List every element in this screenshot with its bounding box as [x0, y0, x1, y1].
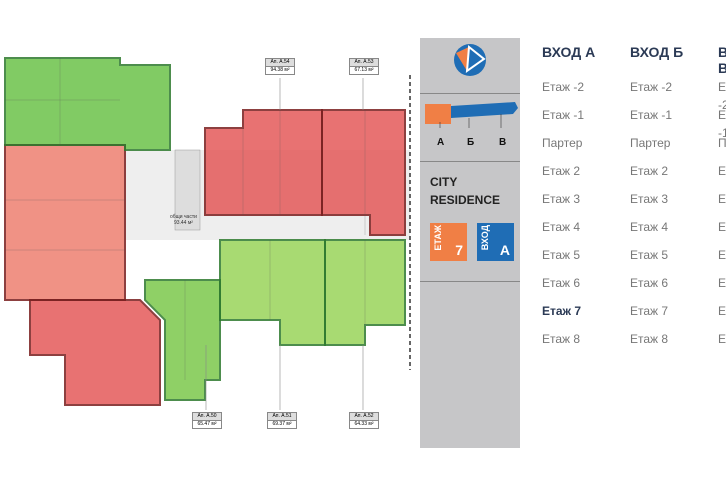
floor-link[interactable]: Етаж 5: [630, 248, 669, 262]
apartment-A54: [204, 109, 323, 216]
apartment-area: 94.38 м²: [270, 67, 290, 73]
floor-link[interactable]: Етаж 3: [542, 192, 581, 206]
entrance-badge-value: А: [499, 242, 510, 258]
project-title: CITY RESIDENCE: [430, 173, 500, 209]
floor-link[interactable]: Етаж 5: [542, 248, 581, 262]
common-area: 93.44 м²: [173, 220, 193, 226]
apartment-area: 69.37 м²: [272, 421, 292, 427]
floor-link[interactable]: Етаж -1: [542, 108, 585, 122]
apartment-area: 65.47 м²: [197, 421, 217, 427]
apartment-name: Ап. А.52: [350, 413, 378, 421]
building-map-icon[interactable]: [425, 100, 518, 128]
common-label: общи части: [170, 214, 197, 220]
floor-link[interactable]: Етаж 7: [542, 304, 582, 318]
sidebar: А Б В CITY RESIDENCE ЕТАЖ 7 ВХОД А: [420, 38, 520, 448]
floor-plan: [4, 57, 411, 410]
apartment-area: 64.33 м²: [354, 421, 374, 427]
apartment-A53: [321, 109, 406, 236]
floor-link[interactable]: Етаж 2: [630, 164, 669, 178]
floor-link[interactable]: Етаж 2: [718, 164, 726, 178]
floor-badge-value: 7: [455, 242, 463, 258]
floor-link[interactable]: Етаж 8: [718, 332, 726, 346]
entrance-heading: ВХОД Б: [630, 44, 684, 60]
entrance-letter-b[interactable]: Б: [467, 137, 475, 148]
apartment-left-bottom-red: [29, 299, 161, 406]
apartment-name: Ап. А.53: [350, 59, 378, 67]
entrance-heading: ВХОД В: [718, 44, 726, 76]
floor-link[interactable]: Етаж 7: [718, 304, 726, 318]
logo-icon: [454, 44, 486, 76]
floor-link[interactable]: Партер: [630, 136, 671, 150]
floor-link[interactable]: Етаж 4: [718, 220, 726, 234]
apartment-name: Ап. А.50: [193, 413, 221, 421]
floor-link[interactable]: Етаж 6: [630, 276, 669, 290]
entrance-heading: ВХОД А: [542, 44, 596, 60]
floor-link[interactable]: Етаж 4: [630, 220, 669, 234]
floor-link[interactable]: Етаж -2: [718, 80, 726, 112]
floor-link[interactable]: Етаж 4: [542, 220, 581, 234]
floor-link[interactable]: Етаж 5: [718, 248, 726, 262]
floor-link[interactable]: Партер: [542, 136, 583, 150]
floor-link[interactable]: Етаж -1: [718, 108, 726, 140]
apartment-A51: [219, 239, 326, 346]
floor-link[interactable]: Етаж 3: [718, 192, 726, 206]
floor-badge-label: ЕТАЖ: [433, 225, 443, 251]
floor-link[interactable]: Етаж 8: [542, 332, 581, 346]
floor-link[interactable]: Партер: [718, 136, 726, 150]
floor-link[interactable]: Етаж -2: [542, 80, 585, 94]
floor-link[interactable]: Етаж 8: [630, 332, 669, 346]
apartment-name: Ап. А.51: [268, 413, 296, 421]
title-line-1: CITY: [430, 175, 458, 189]
floor-link[interactable]: Етаж 7: [630, 304, 669, 318]
floor-link[interactable]: Етаж 6: [718, 276, 726, 290]
floor-link[interactable]: Етаж -1: [630, 108, 673, 122]
floor-link[interactable]: Етаж 6: [542, 276, 581, 290]
apartment-name: Ап. А.54: [266, 59, 294, 67]
floor-link[interactable]: Етаж 3: [630, 192, 669, 206]
apartment-top-green: [4, 57, 171, 151]
entrance-badge: ВХОД А: [477, 223, 514, 261]
entrance-letter-a[interactable]: А: [437, 137, 445, 148]
apartment-left-red: [4, 144, 126, 301]
entrance-letter-v[interactable]: В: [499, 137, 507, 148]
floor-link[interactable]: Етаж 2: [542, 164, 581, 178]
floor-badge: ЕТАЖ 7: [430, 223, 467, 261]
title-line-2: RESIDENCE: [430, 193, 501, 207]
floor-link[interactable]: Етаж -2: [630, 80, 673, 94]
entrance-badge-label: ВХОД: [480, 225, 490, 251]
apartment-area: 67.13 м²: [354, 67, 374, 73]
